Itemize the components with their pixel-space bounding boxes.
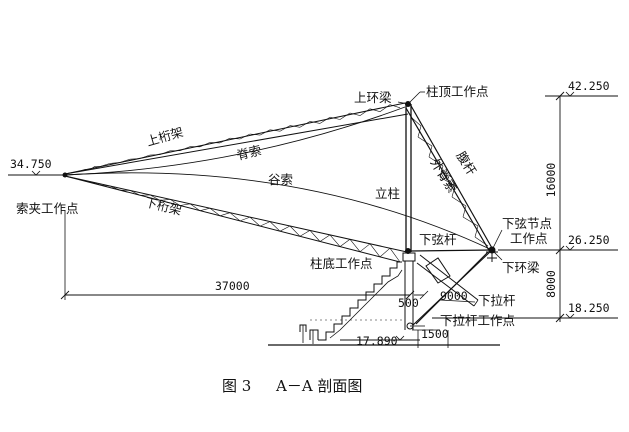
dimension-8000: 8000 (544, 270, 558, 298)
label-lower-chord-bar: 下弦杆 (419, 232, 457, 247)
stands (268, 261, 500, 346)
label-work-point: 工作点 (510, 231, 548, 246)
lower-tie-rod (411, 249, 493, 327)
column-base-node (405, 248, 411, 254)
elevation-26250: 26.250 (568, 233, 610, 247)
dimension-lines (8, 91, 618, 348)
label-column-base-point: 柱底工作点 (310, 256, 373, 271)
diagonal-strut (416, 254, 479, 307)
upper-truss (64, 102, 409, 175)
caption-figure-number: 图 3 (222, 377, 251, 395)
dimension-37000: 37000 (215, 279, 250, 293)
label-column: 立柱 (375, 186, 400, 201)
elevation-18250: 18.250 (568, 301, 610, 315)
lower-truss (64, 175, 408, 263)
valley-cable (64, 172, 493, 251)
column (405, 104, 412, 252)
lower-chord-bar (410, 249, 493, 252)
label-ridge-cable: 脊索 (235, 142, 263, 163)
dimension-16000: 16000 (544, 163, 558, 198)
label-upper-truss: 上桁架 (145, 124, 185, 149)
caption-title: A－A 剖面图 (275, 377, 362, 395)
label-lower-tie-rod: 下拉杆 (478, 293, 516, 308)
label-lower-chord-node: 下弦节点 (502, 216, 552, 231)
label-valley-cable: 谷索 (268, 172, 293, 187)
label-column-top-point: 柱顶工作点 (426, 84, 489, 99)
dimension-9000: 9000 (440, 289, 468, 303)
dimension-500: 500 (398, 296, 419, 310)
elevation-34750: 34.750 (10, 157, 52, 171)
label-upper-ring-beam: 上环梁 (354, 90, 392, 105)
label-lower-ring-beam: 下环梁 (502, 260, 540, 275)
label-lower-tie-rod-point: 下拉杆工作点 (440, 313, 515, 328)
dimension-1500: 1500 (421, 327, 449, 341)
label-belly-bar: 腹杆 (453, 149, 479, 179)
label-lower-truss: 下桁架 (143, 194, 183, 218)
elevation-42250: 42.250 (568, 79, 610, 93)
ridge-cable (64, 106, 406, 176)
dimension-17890: 17.890 (356, 334, 398, 348)
label-cable-clamp-point: 索夹工作点 (16, 201, 79, 216)
leader-lines (397, 91, 503, 327)
label-outer-ridge-cable: 外脊索 (427, 156, 460, 196)
outer-truss (405, 103, 493, 253)
